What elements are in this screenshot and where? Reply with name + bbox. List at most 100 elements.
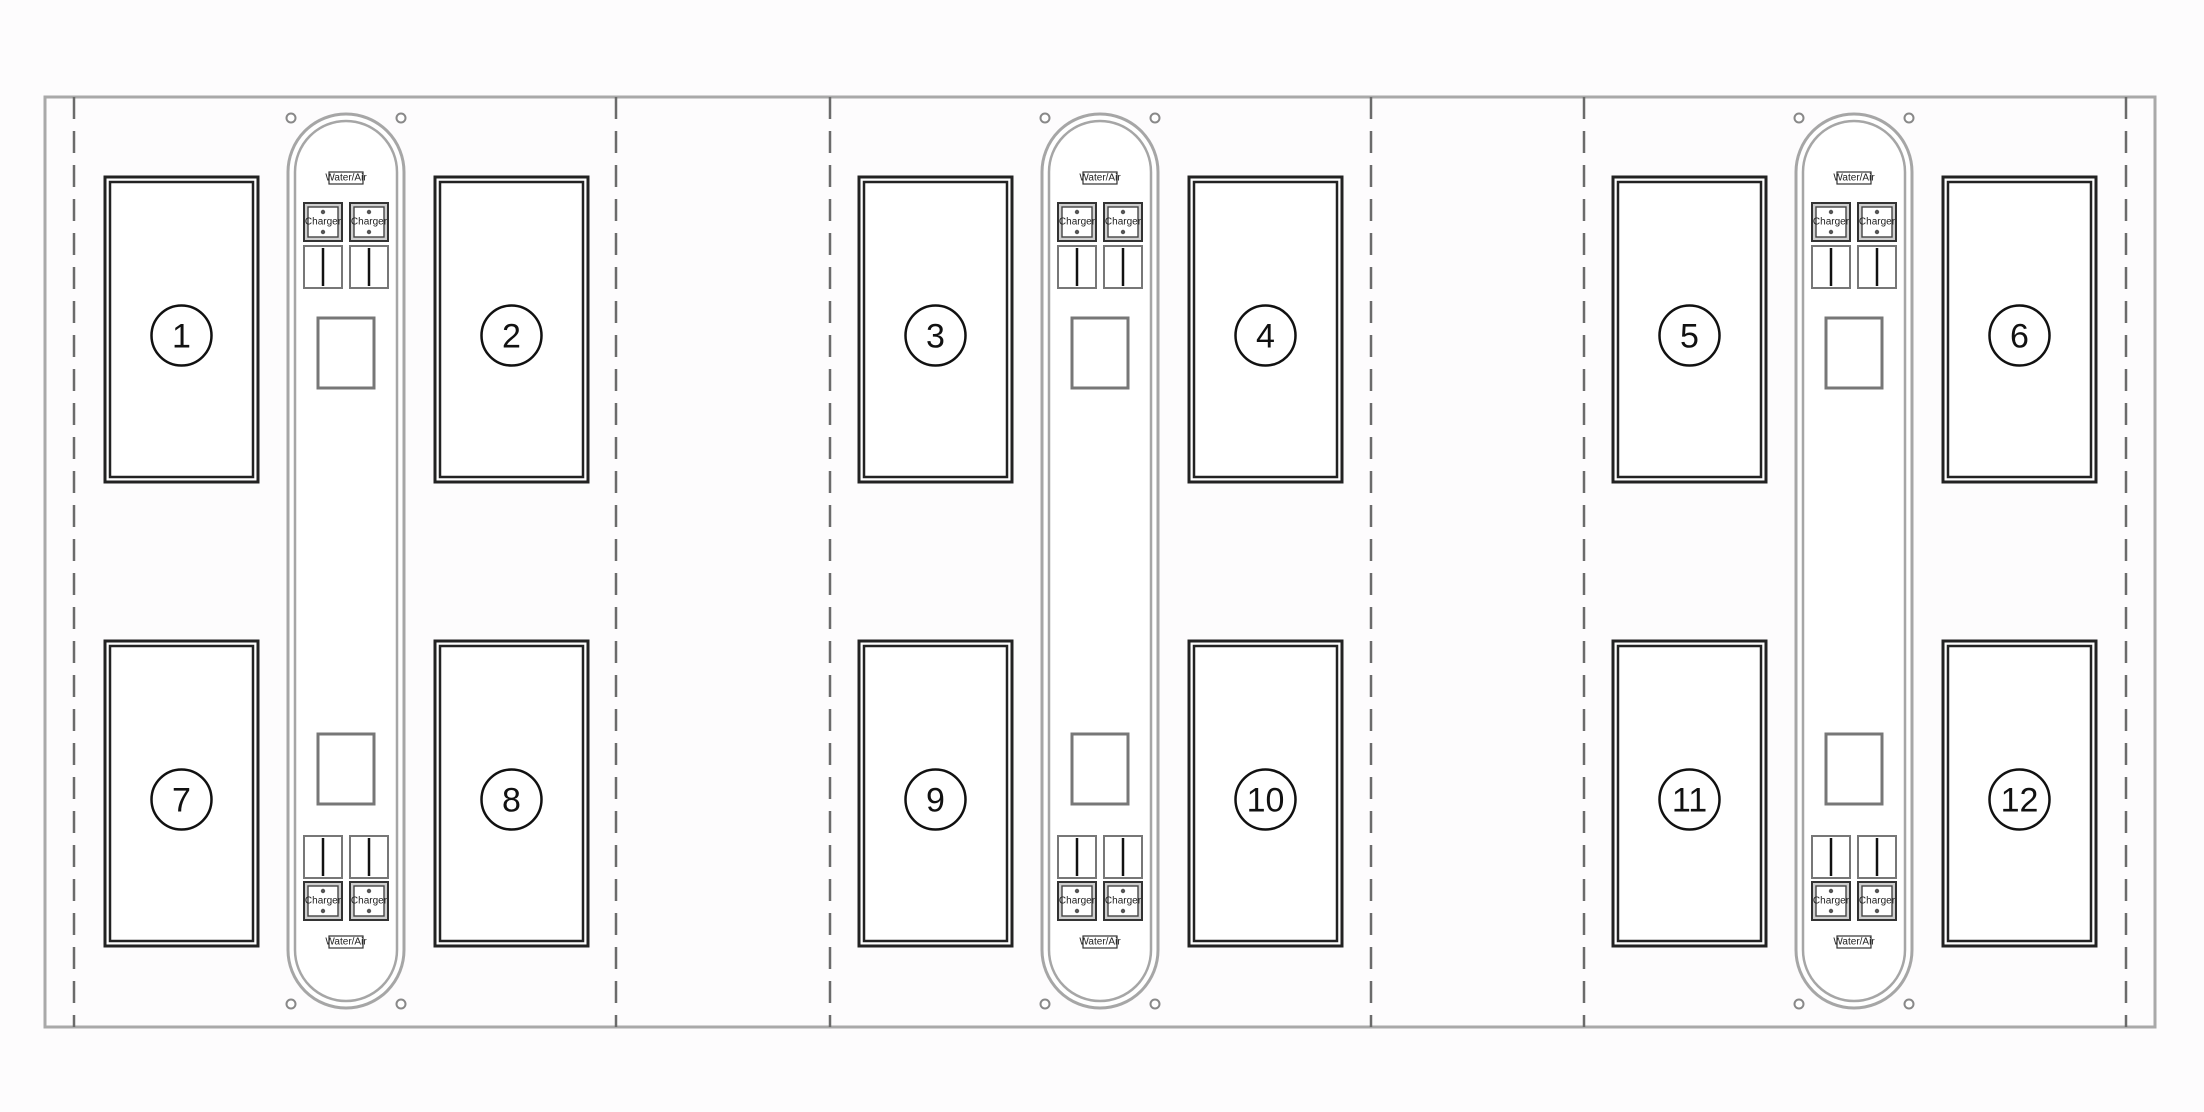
- charger-indicator: [1828, 908, 1834, 914]
- charger-label: Charger: [1059, 217, 1096, 228]
- water-air-label: Water/Air: [1833, 937, 1875, 948]
- charger-label: Charger: [305, 217, 342, 228]
- charger-indicator: [320, 229, 326, 235]
- charger-unit: Charger: [1811, 202, 1851, 242]
- charger-unit: Charger: [1057, 202, 1097, 242]
- parking-stall: 4: [1187, 175, 1344, 484]
- stall-inner-outline: [1192, 644, 1339, 943]
- tag-box: [1082, 935, 1118, 949]
- charger-unit: Charger: [1103, 881, 1143, 921]
- charger-indicator: [1874, 888, 1880, 894]
- stall-number: 3: [926, 318, 945, 356]
- stall-number-circle: [1658, 304, 1721, 367]
- charger-label: Charger: [1105, 896, 1142, 907]
- stall-number: 4: [1256, 318, 1275, 356]
- charger-unit: Charger: [349, 881, 389, 921]
- parking-stall: 9: [857, 639, 1014, 948]
- water-air-label: Water/Air: [1833, 173, 1875, 184]
- charger-indicator: [1874, 209, 1880, 215]
- water-air-tag: Water/Air: [325, 171, 367, 185]
- tag-box: [1836, 935, 1872, 949]
- charger-indicator: [1828, 888, 1834, 894]
- tag-box: [328, 171, 364, 185]
- charger-label: Charger: [1859, 217, 1896, 228]
- stall-inner-outline: [862, 180, 1009, 479]
- plug-holder: [1057, 245, 1097, 289]
- stall-number-circle: [480, 768, 543, 831]
- charger-indicator: [320, 908, 326, 914]
- stall-inner-outline: [862, 644, 1009, 943]
- water-air-tag: Water/Air: [1833, 171, 1875, 185]
- parking-stall: 1: [103, 175, 260, 484]
- charger-unit: Charger: [1103, 202, 1143, 242]
- stall-number-circle: [1988, 768, 2051, 831]
- parking-stall: 2: [433, 175, 590, 484]
- plug-holder: [303, 245, 343, 289]
- island-inner-outline: [293, 119, 399, 1003]
- water-air-tag: Water/Air: [1079, 935, 1121, 949]
- stall-number: 1: [172, 318, 191, 356]
- parking-stall: 6: [1941, 175, 2098, 484]
- charger-unit: Charger: [1857, 202, 1897, 242]
- stall-inner-outline: [1616, 180, 1763, 479]
- plug-holder: [1057, 835, 1097, 879]
- stall-inner-outline: [438, 644, 585, 943]
- charger-label: Charger: [1059, 896, 1096, 907]
- tag-box: [328, 935, 364, 949]
- stall-number: 11: [1672, 782, 1707, 820]
- bollard-bolt: [395, 112, 407, 124]
- equipment-box: [1824, 732, 1884, 806]
- bollard-bolt: [1149, 998, 1161, 1010]
- stall-inner-outline: [438, 180, 585, 479]
- equipment-box: [1824, 316, 1884, 390]
- bollard-bolt: [1903, 112, 1915, 124]
- bollard-bolt: [285, 112, 297, 124]
- stall-inner-outline: [108, 180, 255, 479]
- charger-indicator: [1120, 908, 1126, 914]
- parking-stall: 11: [1611, 639, 1768, 948]
- charger-indicator: [1120, 229, 1126, 235]
- charger-label: Charger: [1105, 217, 1142, 228]
- stall-number: 2: [502, 318, 521, 356]
- charger-indicator: [1120, 209, 1126, 215]
- charger-indicator: [1074, 888, 1080, 894]
- charger-label: Charger: [351, 896, 388, 907]
- charger-unit: Charger: [1811, 881, 1851, 921]
- stall-inner-outline: [1192, 180, 1339, 479]
- stall-number: 8: [502, 782, 521, 820]
- stall-number-circle: [904, 304, 967, 367]
- charger-unit: Charger: [303, 881, 343, 921]
- stall-inner-outline: [1946, 180, 2093, 479]
- water-air-label: Water/Air: [325, 173, 367, 184]
- bollard-bolt: [1039, 112, 1051, 124]
- stall-number-circle: [150, 304, 213, 367]
- water-air-tag: Water/Air: [1079, 171, 1121, 185]
- tag-box: [1082, 171, 1118, 185]
- lane-dividers: [72, 97, 2128, 1027]
- charger-unit: Charger: [1857, 881, 1897, 921]
- plug-holder: [349, 245, 389, 289]
- bollard-bolt: [1793, 998, 1805, 1010]
- charger-unit: Charger: [1057, 881, 1097, 921]
- stall-number-circle: [1658, 768, 1721, 831]
- stall-number: 6: [2010, 318, 2029, 356]
- water-air-label: Water/Air: [325, 937, 367, 948]
- charger-label: Charger: [351, 217, 388, 228]
- stall-number-circle: [1234, 304, 1297, 367]
- bollard-bolt: [285, 998, 297, 1010]
- charger-label: Charger: [1859, 896, 1896, 907]
- water-air-label: Water/Air: [1079, 173, 1121, 184]
- charger-indicator: [366, 888, 372, 894]
- stall-number-circle: [1988, 304, 2051, 367]
- plug-holder: [1857, 835, 1897, 879]
- plug-holder: [1103, 245, 1143, 289]
- charger-indicator: [320, 888, 326, 894]
- charger-unit: Charger: [349, 202, 389, 242]
- plug-holder: [1811, 835, 1851, 879]
- charger-indicator: [1828, 209, 1834, 215]
- parking-stall: 3: [857, 175, 1014, 484]
- stall-inner-outline: [1946, 644, 2093, 943]
